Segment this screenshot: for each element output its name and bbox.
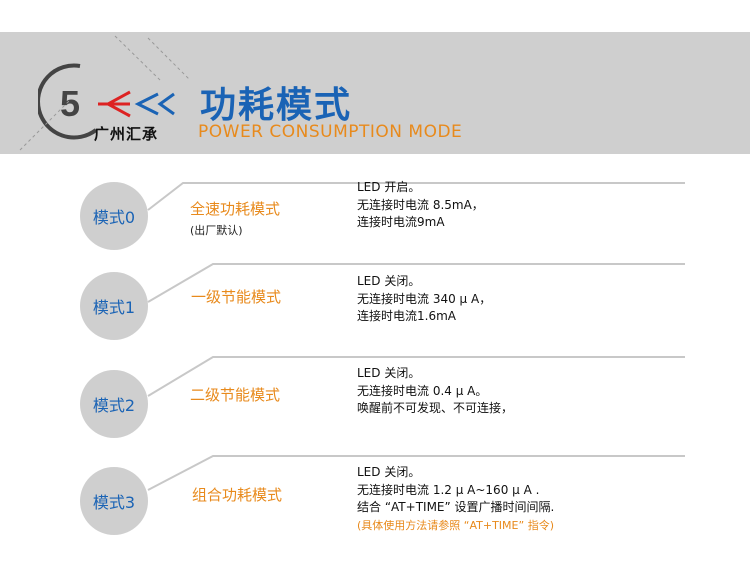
mode-name-1: 一级节能模式 bbox=[191, 288, 282, 306]
mode-desc-3: LED 关闭。 无连接时电流 1.2 μ A~160 μ A . 结合 “AT+… bbox=[357, 464, 554, 534]
mode-badge-1: 模式1 bbox=[80, 272, 148, 340]
mode-badge-2: 模式2 bbox=[80, 370, 148, 438]
mode-desc-1: LED 关闭。 无连接时电流 340 μ A， 连接时电流1.6mA bbox=[357, 273, 491, 326]
desc-line: LED 开启。 bbox=[357, 180, 421, 194]
desc-line: 无连接时电流 1.2 μ A~160 μ A . bbox=[357, 482, 540, 497]
mode-name-2: 二级节能模式 bbox=[190, 386, 281, 404]
desc-line: LED 关闭。 bbox=[357, 465, 421, 479]
desc-line: 无连接时电流 0.4 μ A。 bbox=[357, 383, 488, 398]
mode-desc-2: LED 关闭。 无连接时电流 0.4 μ A。 唤醒前不可发现、不可连接， bbox=[357, 365, 513, 418]
mode-badge-3: 模式3 bbox=[80, 467, 148, 535]
mode-name-0: 全速功耗模式 bbox=[190, 200, 281, 218]
desc-line: LED 关闭。 bbox=[357, 366, 421, 380]
desc-line: 无连接时电流 340 μ A， bbox=[357, 291, 492, 306]
badge-number: 5 bbox=[60, 83, 80, 124]
mode-sub-0: (出厂默认) bbox=[190, 224, 243, 237]
desc-note: (具体使用方法请参照 “AT+TIME” 指令) bbox=[357, 518, 554, 532]
desc-line: 结合 “AT+TIME” 设置广播时间间隔. bbox=[357, 500, 555, 514]
desc-line: 连接时电流9mA bbox=[357, 215, 445, 229]
desc-line: 唤醒前不可发现、不可连接， bbox=[357, 401, 514, 415]
desc-line: 无连接时电流 8.5mA， bbox=[357, 197, 484, 212]
brand-name: 广州汇承 bbox=[94, 125, 159, 143]
mode-name-3: 组合功耗模式 bbox=[192, 486, 283, 504]
page-title: 功耗模式 bbox=[200, 85, 353, 126]
desc-line: LED 关闭。 bbox=[357, 274, 421, 288]
mode-desc-0: LED 开启。 无连接时电流 8.5mA， 连接时电流9mA bbox=[357, 179, 484, 232]
mode-badge-0: 模式0 bbox=[80, 182, 148, 250]
page-subtitle: POWER CONSUMPTION MODE bbox=[198, 122, 463, 142]
desc-line: 连接时电流1.6mA bbox=[357, 309, 456, 323]
